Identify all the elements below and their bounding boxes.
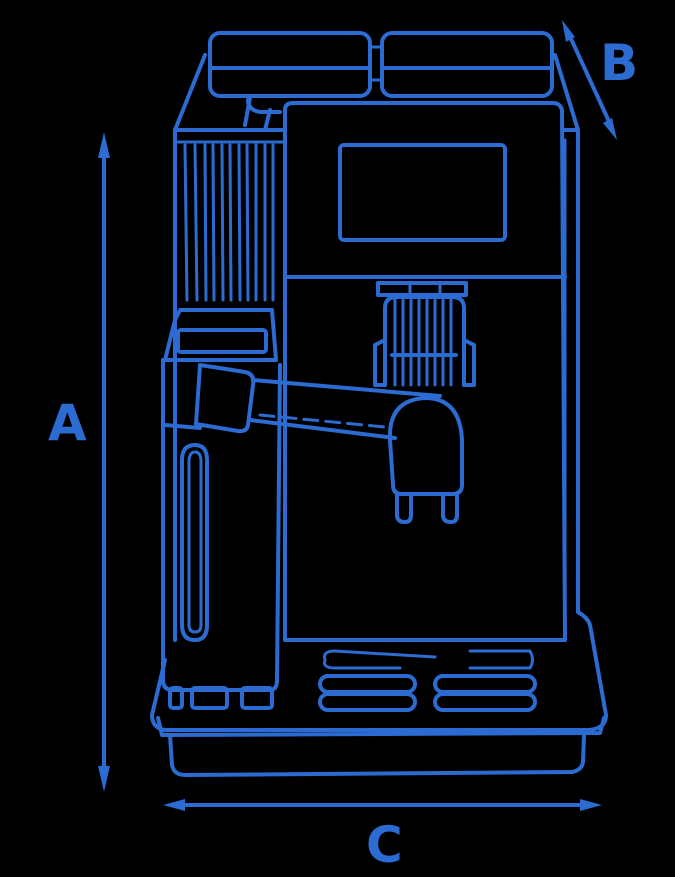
dimension-label-a: A [48,394,87,452]
drip-tray [150,610,608,777]
dimension-arrow-b [562,20,617,140]
front-panel [283,101,567,642]
dimension-arrow-a [98,132,110,792]
dimension-label-b: B [600,34,639,92]
dimension-arrow-c [163,799,602,811]
coffee-spout [373,281,476,387]
display-screen [338,143,507,242]
water-tank-ribs [183,143,275,302]
milk-tube-arm [194,363,464,524]
bean-hopper-lids [208,31,554,98]
dimension-label-c: C [366,816,403,874]
